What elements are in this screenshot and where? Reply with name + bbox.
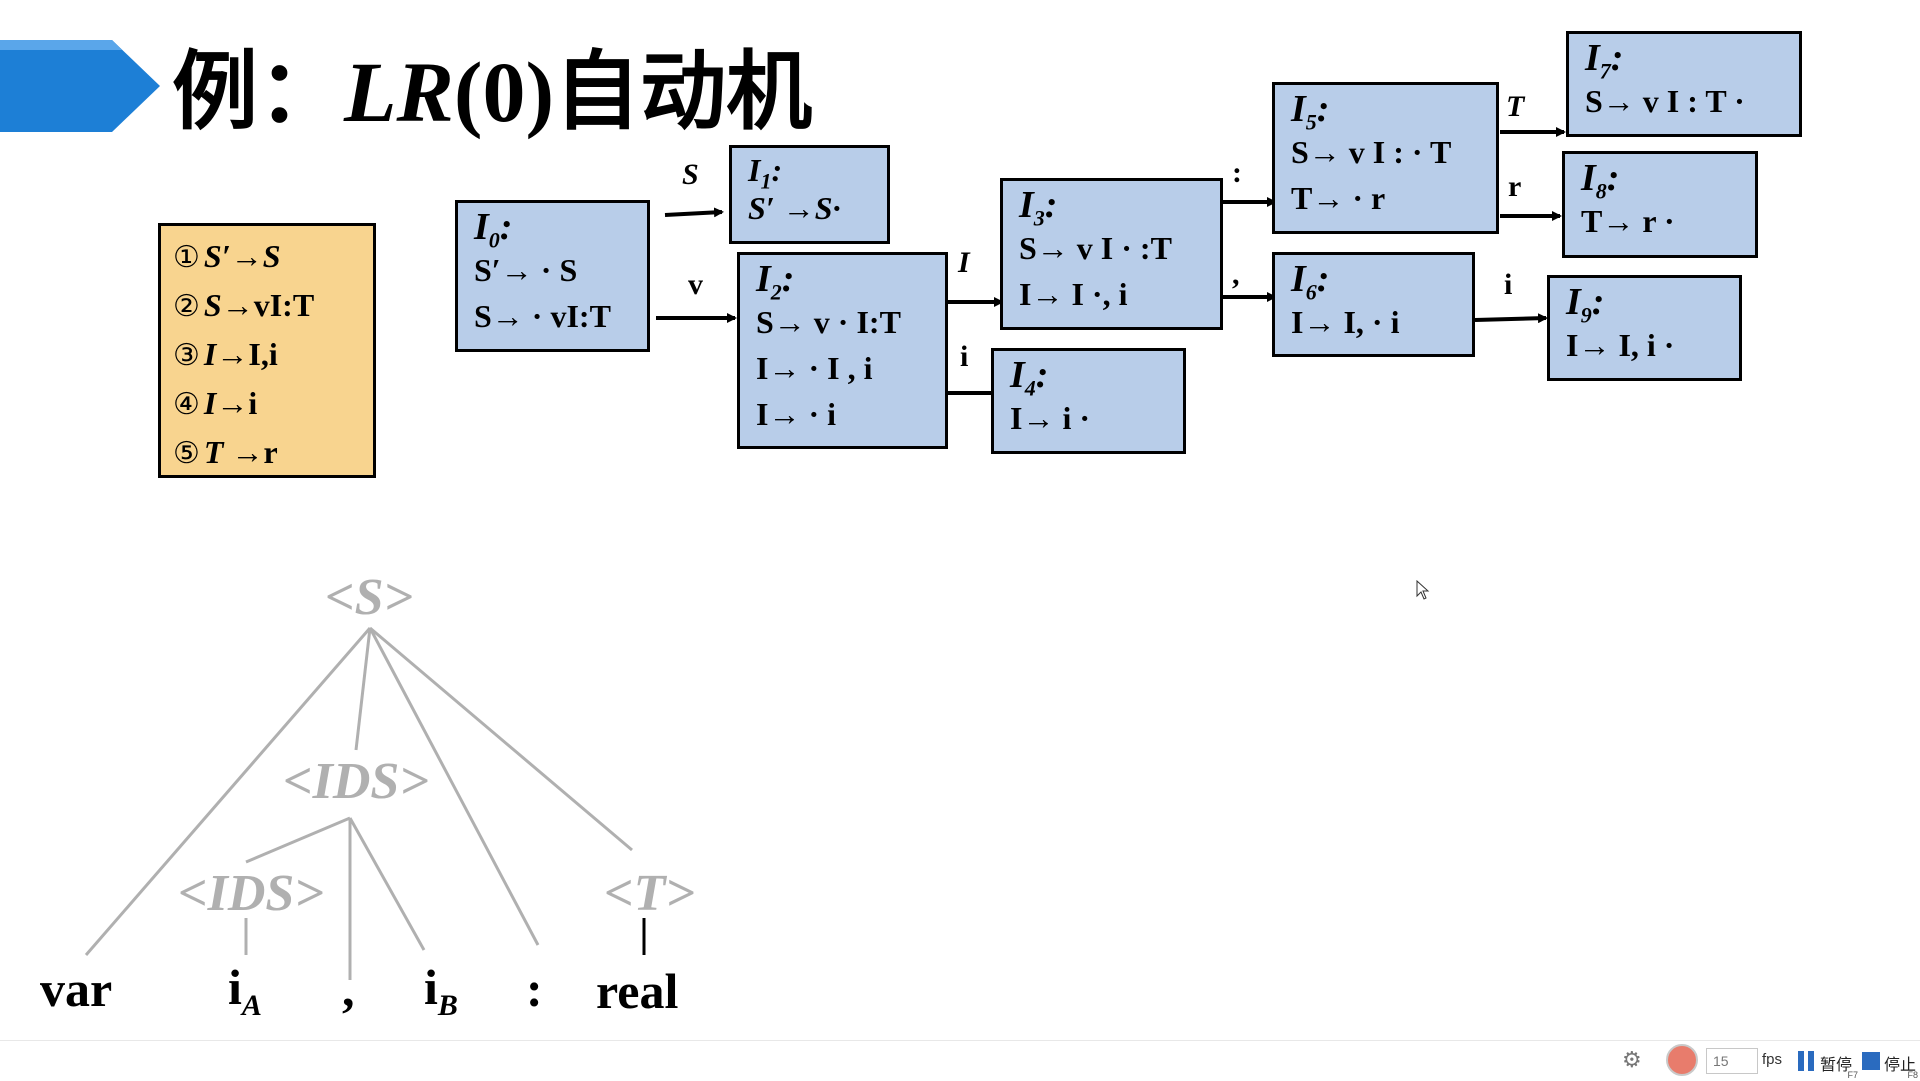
- state-label: I7:: [1585, 37, 1624, 84]
- state-item: I→ I ·, i: [1019, 276, 1128, 312]
- state-I0: I0: S′→ · S S→ · vI:T: [455, 200, 650, 352]
- state-label: I3:: [1019, 184, 1058, 231]
- edge-label-I2-I4: i: [960, 340, 969, 373]
- state-item: S′→ · S: [474, 252, 578, 288]
- pause-button[interactable]: 暂停 F7: [1798, 1048, 1858, 1080]
- tree-node-ids-lower: <IDS>: [178, 865, 324, 922]
- state-I3: I3: S→ v I · :T I→ I ·, i: [1000, 178, 1223, 330]
- tree-leaf-iB: iB: [424, 959, 458, 1022]
- tree-node-ids-upper: <IDS>: [283, 753, 429, 810]
- state-label: I0:: [474, 206, 513, 253]
- title-lr-rest: (0): [453, 44, 555, 140]
- state-label: I5:: [1291, 88, 1330, 135]
- state-item: T→ r ·: [1581, 203, 1675, 239]
- state-item: S→ v · I:T: [756, 304, 901, 340]
- tree-edge: [354, 627, 372, 751]
- state-label: I1:: [748, 152, 783, 194]
- edge-label-I2-I3: I: [958, 246, 970, 279]
- state-item: I→ · I , i: [756, 350, 873, 386]
- title-suffix: 自动机: [554, 42, 813, 142]
- state-item: T→ · r: [1291, 180, 1386, 216]
- edge-arrow-I0-I1: [664, 207, 724, 218]
- stop-label: 停止: [1884, 1055, 1917, 1074]
- state-I6: I6: I→ I, · i: [1272, 252, 1475, 357]
- edge-arrow-I6-I9: [1474, 313, 1548, 324]
- edge-label-I3-I5: :: [1232, 156, 1242, 189]
- mouse-pointer-icon: [1416, 580, 1430, 600]
- state-I5: I5: S→ v I : · T T→ · r: [1272, 82, 1499, 234]
- edge-label-I5-I8: r: [1508, 170, 1522, 203]
- state-I4: I4: I→ i ·: [991, 348, 1186, 454]
- state-item: S→ v I : T ·: [1585, 83, 1745, 119]
- title-prefix: 例：: [172, 42, 344, 142]
- tree-leaf-real: real: [596, 963, 679, 1019]
- state-item: I→ i ·: [1010, 400, 1091, 436]
- tree-leaf-var: var: [40, 961, 113, 1017]
- tree-edge: [348, 817, 426, 951]
- fps-label: fps: [1762, 1051, 1783, 1068]
- state-item: S→ v I · :T: [1019, 230, 1172, 266]
- gear-icon[interactable]: ⚙: [1622, 1048, 1642, 1073]
- edge-label-I0-I1: S: [682, 158, 699, 191]
- state-label: I8:: [1581, 157, 1620, 204]
- page-title: 例：LR(0)自动机: [172, 42, 812, 142]
- edge-label-I5-I7: T: [1506, 90, 1525, 123]
- pause-icon: [1798, 1051, 1814, 1071]
- state-label: I9:: [1566, 281, 1605, 328]
- state-item: I→ I, · i: [1291, 304, 1400, 340]
- state-label: I4:: [1010, 354, 1049, 401]
- recorder-toolbar: ⚙ 15 fps 暂停 F7 停止 F8: [0, 1040, 1920, 1081]
- record-indicator-icon[interactable]: [1666, 1044, 1698, 1076]
- stop-icon: [1862, 1052, 1880, 1070]
- title-lr: LR(0): [344, 44, 554, 140]
- title-lr-italic: LR: [344, 44, 454, 140]
- edge-label-I6-I9: i: [1504, 268, 1513, 301]
- edge-label-I3-I6: ,: [1232, 258, 1240, 291]
- edge-label-I0-I2: v: [688, 268, 703, 301]
- pause-label: 暂停: [1820, 1055, 1853, 1074]
- fps-input[interactable]: 15: [1706, 1048, 1758, 1074]
- tree-edge: [84, 627, 372, 956]
- state-I2: I2: S→ v · I:T I→ · I , i I→ · i: [737, 252, 948, 449]
- tree-edge: [368, 627, 540, 946]
- tree-node-root: <S>: [325, 569, 414, 626]
- state-item: I→ · i: [756, 396, 837, 432]
- tree-edge: [245, 816, 351, 864]
- state-item: S→ v I : · T: [1291, 134, 1452, 170]
- chevron-banner-icon: [0, 40, 160, 132]
- state-I7: I7: S→ v I : T ·: [1566, 31, 1802, 137]
- state-I9: I9: I→ I, i ·: [1547, 275, 1742, 381]
- tree-leaf-iA: iA: [228, 959, 262, 1022]
- state-I1: I1: S′ →S·: [729, 145, 890, 244]
- state-label: I2:: [756, 258, 795, 305]
- stop-button[interactable]: 停止 F8: [1862, 1048, 1918, 1080]
- tree-edge: [369, 626, 633, 852]
- pause-shortcut: F7: [1847, 1070, 1858, 1080]
- state-item: S′ →S·: [748, 190, 841, 226]
- state-I8: I8: T→ r ·: [1562, 151, 1758, 258]
- state-label: I6:: [1291, 258, 1330, 305]
- tree-node-t: <T>: [604, 865, 696, 922]
- stop-shortcut: F8: [1907, 1070, 1918, 1080]
- state-item: S→ · vI:T: [474, 298, 611, 334]
- tree-leaf-colon: :: [526, 961, 543, 1017]
- state-item: I→ I, i ·: [1566, 327, 1675, 363]
- tree-leaf-comma: ,: [342, 961, 355, 1017]
